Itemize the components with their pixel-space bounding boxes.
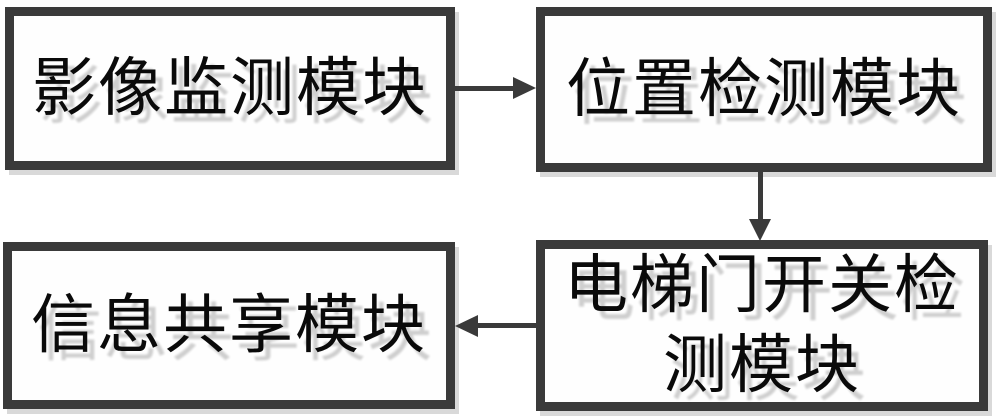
node-image-monitoring-module: 影像监测模块: [5, 7, 455, 170]
node-position-detection-label: 位置检测模块: [566, 53, 962, 125]
node-elevator-door-detection-label-line1: 电梯门开关检: [564, 249, 960, 321]
arrow-door-to-sharing-shaft: [478, 323, 536, 328]
arrow-right-icon: [513, 77, 536, 99]
node-elevator-door-detection-label-line2: 测模块: [663, 329, 861, 401]
node-elevator-door-switch-detection-module: 电梯门开关检 测模块: [536, 240, 988, 411]
arrow-down-icon: [749, 219, 771, 241]
arrow-left-icon: [455, 315, 478, 337]
node-information-sharing-label: 信息共享模块: [31, 289, 427, 361]
node-image-monitoring-label: 影像监测模块: [32, 52, 428, 124]
node-information-sharing-module: 信息共享模块: [3, 242, 455, 409]
arrow-position-to-door-shaft: [758, 172, 763, 220]
arrow-image-to-position-shaft: [455, 86, 515, 91]
node-position-detection-module: 位置检测模块: [536, 7, 992, 172]
